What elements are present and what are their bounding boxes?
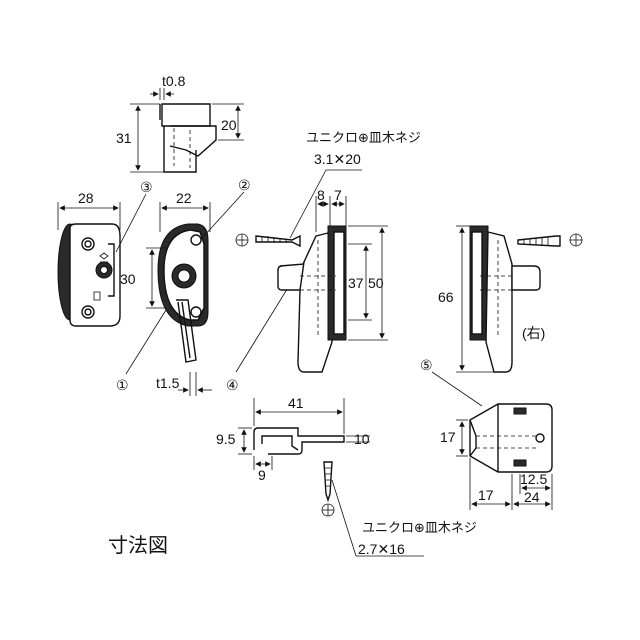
dim-latch-height: 30 — [120, 271, 136, 287]
part-number-3: ③ — [140, 179, 153, 195]
dim-plate-end: 10 — [354, 431, 370, 447]
screw-3-1x20: ユニクロ⊕皿木ネジ 3.1✕20 — [235, 130, 421, 248]
screw-spec-2-name: ユニクロ⊕皿木ネジ — [362, 520, 477, 535]
dim-keeper-width: 28 — [78, 190, 94, 206]
dim-top-height-right: 20 — [221, 117, 237, 133]
dim-plate-height: 9.5 — [216, 431, 236, 447]
part-number-4: ④ — [226, 377, 239, 393]
latch-front-view: 22 30 t1.5 — [120, 190, 212, 396]
dim-side-depth-a: 8 — [317, 187, 325, 203]
screw-2-7x16: ユニクロ⊕皿木ネジ 2.7✕16 — [321, 461, 477, 557]
keeper-front-view: 28 — [57, 190, 121, 327]
dim-block-hole: 12.5 — [520, 471, 547, 487]
right-hand-note: (右) — [522, 325, 545, 341]
dim-side-depth-b: 7 — [334, 187, 342, 203]
screw-spec-1-size: 3.1✕20 — [314, 151, 361, 167]
part-numbers: ③ ② ① ④ ⑤ — [116, 177, 433, 393]
strike-block-view: 17 17 24 12.5 — [440, 403, 553, 510]
dim-top-height-left: 31 — [116, 130, 132, 146]
dim-latch-width: 22 — [176, 190, 192, 206]
part-number-1: ① — [116, 377, 129, 393]
dim-side-height-outer: 50 — [368, 275, 384, 291]
part-number-5: ⑤ — [420, 357, 433, 373]
part-number-2: ② — [238, 177, 251, 193]
dim-right-height: 66 — [438, 289, 454, 305]
screw-spec-2-size: 2.7✕16 — [358, 541, 405, 557]
screw-spec-1-name: ユニクロ⊕皿木ネジ — [306, 130, 421, 145]
figure-title: 寸法図 — [108, 534, 168, 557]
top-side-view: t0.8 31 20 — [116, 73, 244, 173]
dim-plate-length: 41 — [288, 395, 304, 411]
dim-side-height-inner: 37 — [348, 275, 364, 291]
strike-plate-view: 41 9.5 9 10 — [216, 395, 370, 483]
dim-block-width: 24 — [524, 489, 540, 505]
dim-block-height: 17 — [440, 429, 456, 445]
side-view-center: 8 7 37 50 — [277, 187, 388, 373]
side-view-right: 66 (右) — [438, 225, 583, 373]
dim-plate-foot: 9 — [258, 467, 266, 483]
dim-lever-thickness: t1.5 — [156, 375, 180, 391]
dim-top-thickness: t0.8 — [162, 73, 186, 89]
dim-block-depth: 17 — [478, 487, 494, 503]
